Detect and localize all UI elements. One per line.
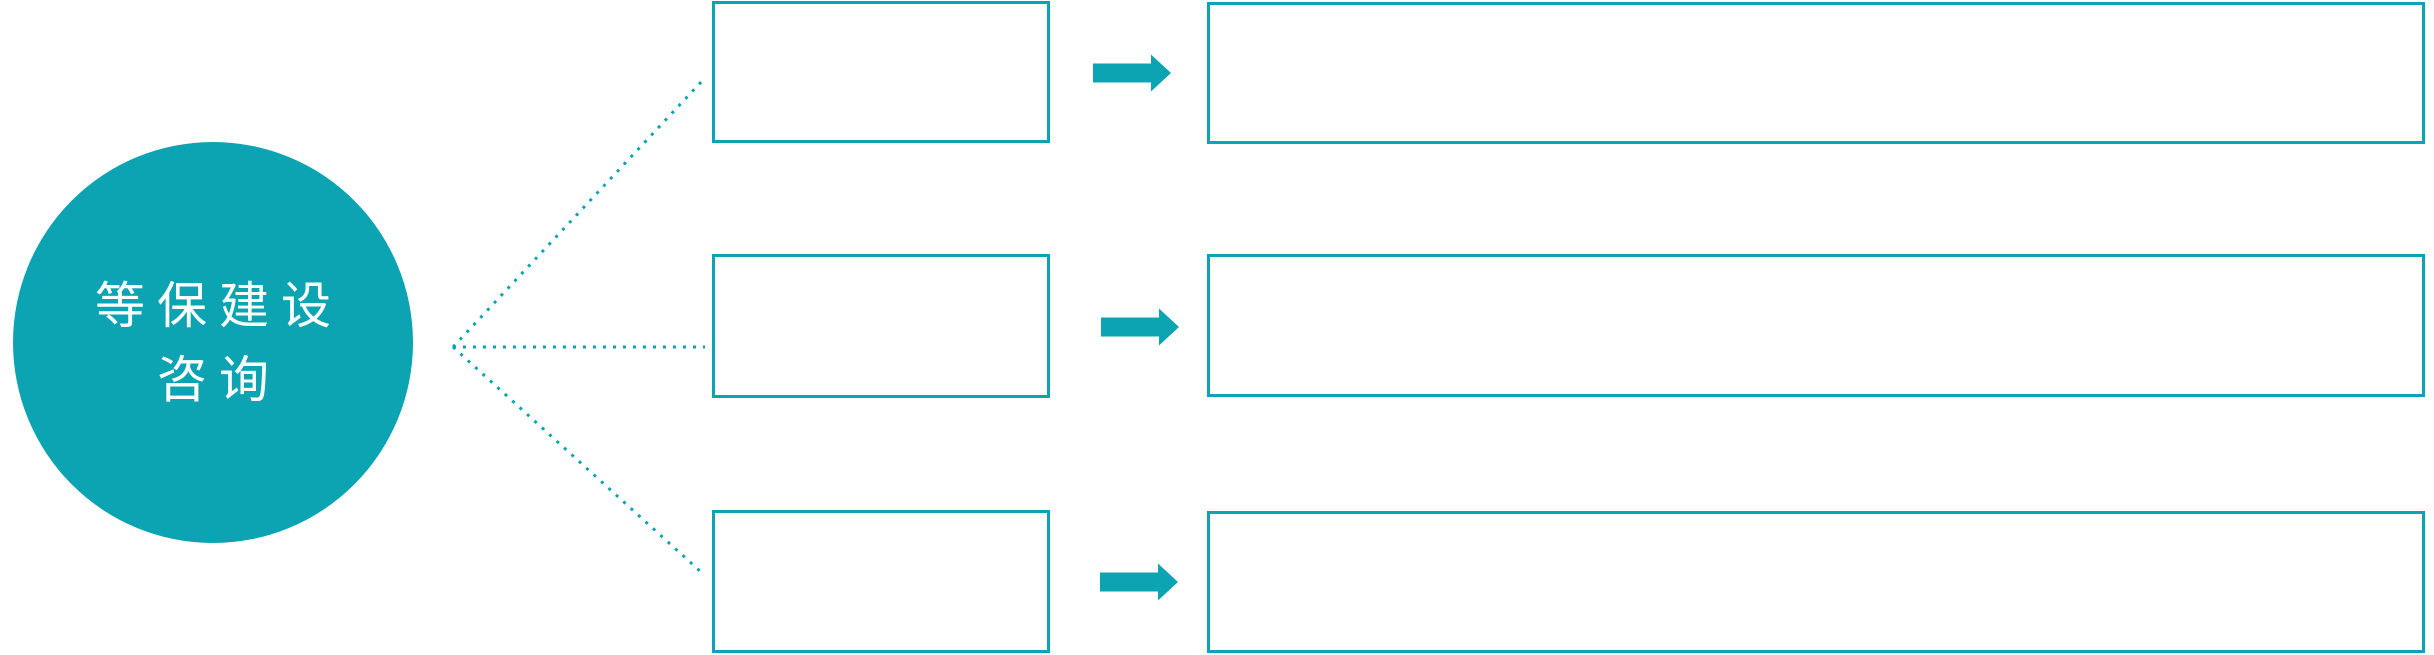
- branch-box: [712, 254, 1050, 398]
- hub-label-line1: 等保建设: [95, 277, 343, 334]
- detail-box: [1207, 2, 2425, 144]
- arrow-right-icon: [1101, 308, 1179, 346]
- hub-label-line2: 咨询: [157, 351, 281, 408]
- detail-box: [1207, 254, 2425, 397]
- branch-box: [712, 1, 1050, 143]
- hub-circle: 等保建设 咨询: [13, 142, 413, 543]
- connector-dotted-line-top: [451, 78, 705, 349]
- connector-dotted-line-bottom: [451, 345, 703, 574]
- arrow-right-icon: [1100, 563, 1178, 601]
- branch-box: [712, 510, 1050, 653]
- detail-box: [1207, 511, 2425, 653]
- arrow-right-icon: [1093, 54, 1171, 92]
